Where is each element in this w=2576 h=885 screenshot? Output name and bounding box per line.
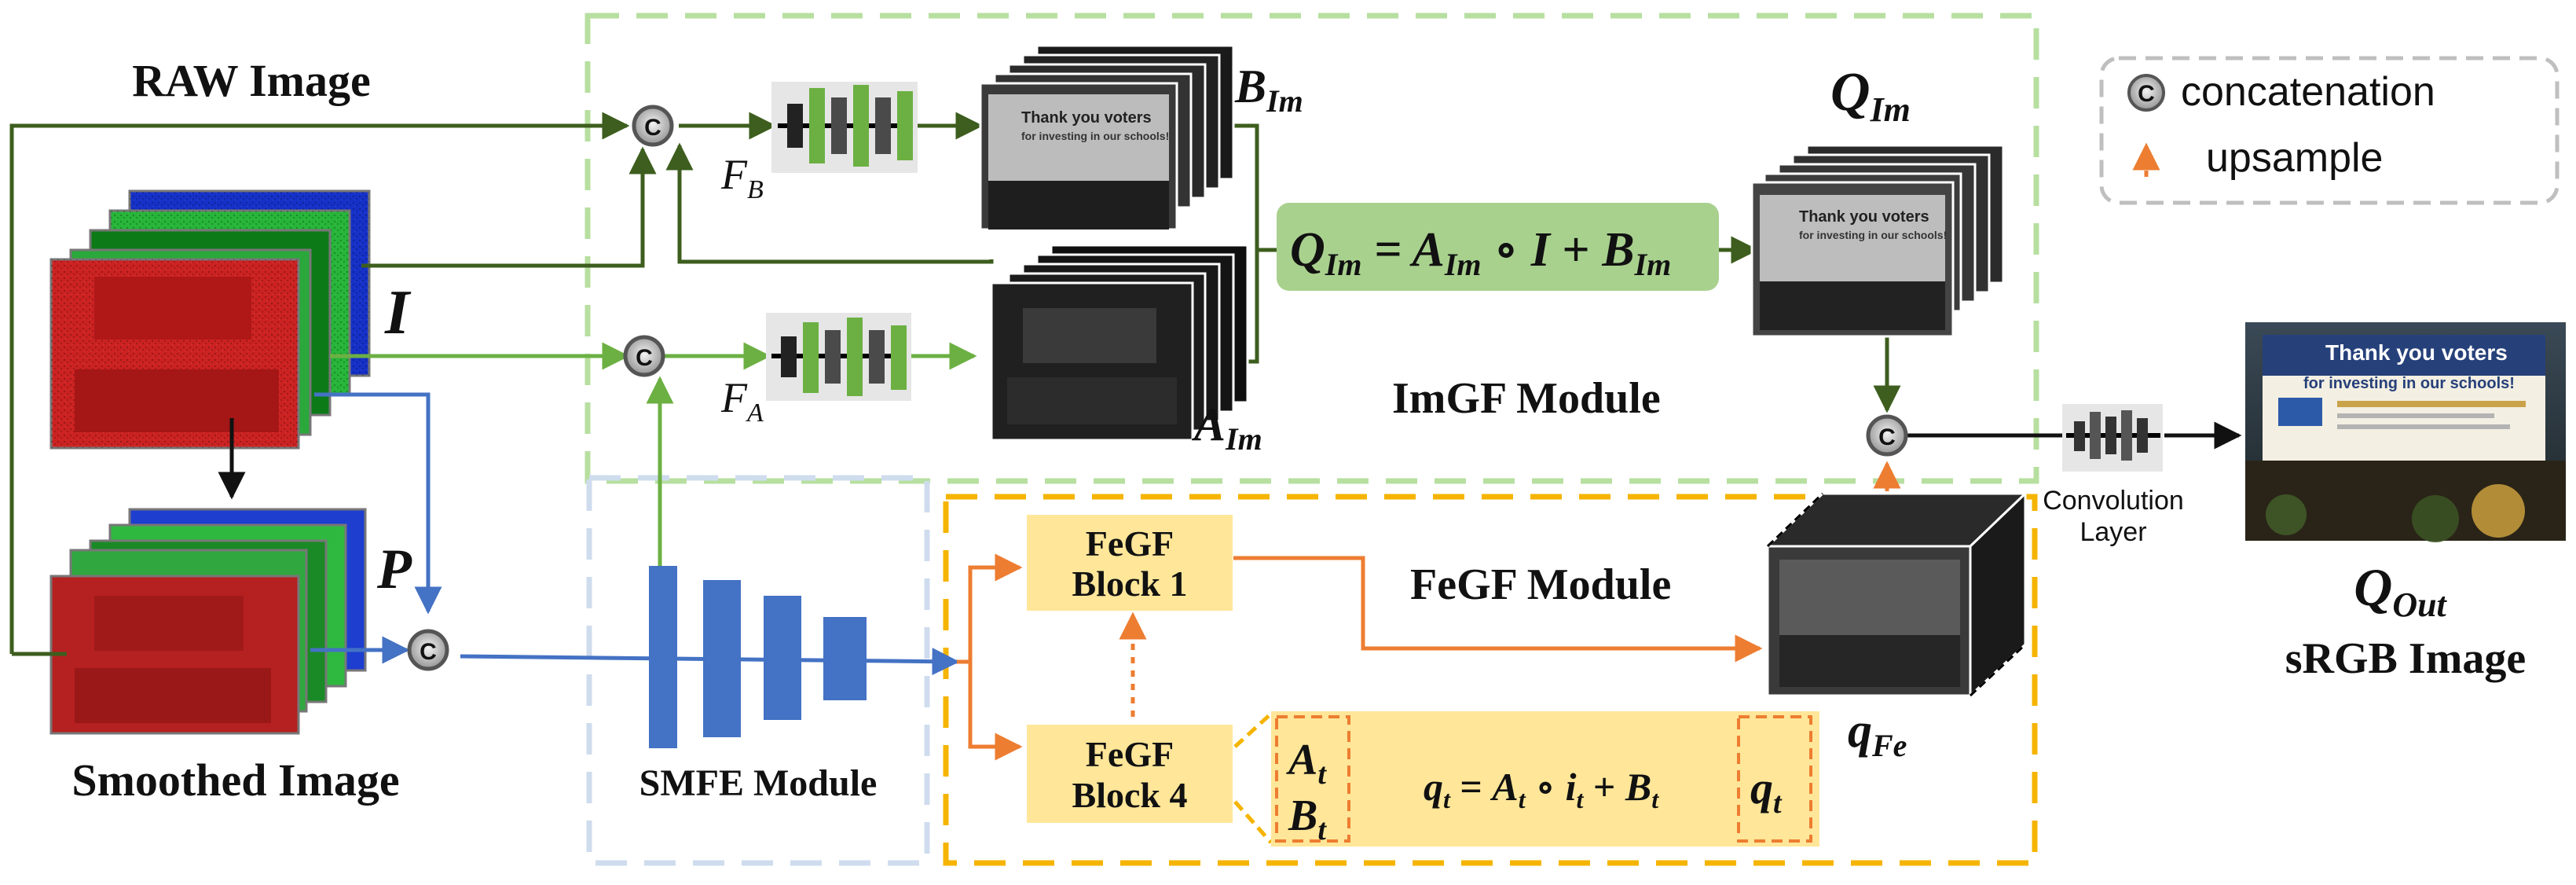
raw-to-concat-b-arrow	[9, 112, 630, 654]
svg-text:for investing in our schools!: for investing in our schools!	[1021, 130, 1169, 142]
a-feedback-arrow	[665, 142, 994, 264]
svg-text:C: C	[1878, 424, 1896, 450]
svg-text:Thank you voters: Thank you voters	[1021, 109, 1152, 127]
svg-text:C: C	[644, 115, 661, 141]
svg-text:C: C	[636, 345, 653, 371]
smoothed-symbol-p: P	[376, 538, 412, 600]
svg-text:FeGF: FeGF	[1086, 734, 1174, 774]
q-fe-cube	[1764, 490, 2028, 699]
q-im-label: QIm	[1830, 62, 1911, 129]
q-im-stack: Thank you voters for investing in our sc…	[1750, 144, 2005, 338]
conv-layer-block	[2062, 404, 2163, 472]
fegf-equation: qt = At ∘ it + Bt	[1424, 765, 1659, 813]
block1-to-qfe-arrow	[1233, 556, 1763, 663]
raw-image-stack	[49, 189, 371, 450]
expand-line-bottom	[1233, 800, 1273, 844]
qt-out-label: qt	[1750, 762, 1783, 820]
svg-text:Thank you voters: Thank you voters	[2325, 340, 2508, 365]
at-bt-group	[1275, 715, 1350, 843]
raw-symbol-i: I	[384, 278, 412, 347]
raw-image-label: RAW Image	[132, 55, 370, 106]
fb-label: FB	[720, 151, 764, 204]
svg-text:Block 4: Block 4	[1072, 775, 1188, 815]
a-im-label: AIm	[1191, 398, 1262, 457]
fegf-block-1: FeGF Block 1	[1027, 515, 1233, 611]
fegf-detail-panel	[1271, 711, 1819, 846]
smfe-module-label: SMFE Module	[639, 762, 878, 804]
legend-concat-label: concatenation	[2181, 69, 2435, 115]
concat-out-node: C	[1866, 414, 1908, 457]
conv-block-fa	[766, 313, 911, 401]
b-im-stack: Thank you voters for investing in our sc…	[979, 44, 1235, 231]
a-im-stack	[990, 244, 1249, 442]
qt-group	[1737, 715, 1812, 843]
svg-text:QIm = AIm ∘ I + BIm: QIm = AIm ∘ I + BIm	[1290, 223, 1671, 282]
q-fe-label: qFe	[1848, 704, 1907, 763]
conv-layer-line2: Layer	[2079, 517, 2146, 547]
svg-text:Thank you voters: Thank you voters	[1799, 208, 1929, 226]
imgf-region	[584, 13, 2039, 484]
conv-layer-line1: Convolution	[2043, 486, 2184, 516]
to-block4-arrow	[968, 662, 1023, 761]
svg-text:FeGF: FeGF	[1086, 523, 1174, 564]
smfe-encoder	[649, 566, 867, 748]
i-to-concat-b-arrow	[361, 146, 657, 268]
legend-concat-icon: C	[2127, 74, 2165, 112]
imgf-equation-box: QIm = AIm ∘ I + BIm	[1277, 203, 1719, 291]
fa-label: FA	[720, 374, 764, 428]
smfe-region	[586, 475, 930, 866]
conv-block-fb	[771, 82, 918, 173]
svg-text:for investing in our schools!: for investing in our schools!	[2303, 375, 2515, 392]
expand-line-top	[1233, 712, 1273, 748]
imgf-module-label: ImGF Module	[1392, 374, 1661, 423]
smoothed-image-label: Smoothed Image	[71, 755, 399, 806]
srgb-output-image: Thank you voters for investing in our sc…	[2245, 322, 2566, 542]
svg-text:C: C	[2138, 81, 2155, 107]
concat-a-node: C	[623, 335, 665, 377]
to-block1-arrow	[957, 553, 1023, 664]
smoothed-image-stack	[49, 508, 367, 735]
concat-b-node: C	[632, 105, 674, 147]
legend-upsample-label: upsample	[2206, 135, 2383, 181]
svg-text:C: C	[420, 639, 437, 665]
svg-text:for investing in our schools!: for investing in our schools!	[1799, 229, 1947, 241]
concat-p-node: C	[407, 629, 449, 671]
fegf-module-label: FeGF Module	[1410, 560, 1671, 609]
q-out-label: QOut	[2354, 557, 2447, 624]
bt-label: Bt	[1288, 791, 1327, 846]
fegf-block-4: FeGF Block 4	[1027, 725, 1233, 823]
i-to-concat-p-arrow	[314, 392, 442, 615]
svg-text:Block 1: Block 1	[1072, 564, 1188, 604]
at-label: At	[1286, 736, 1327, 791]
srgb-image-label: sRGB Image	[2285, 634, 2526, 683]
fegf-region	[943, 494, 2038, 866]
b-im-label: BIm	[1234, 61, 1303, 119]
